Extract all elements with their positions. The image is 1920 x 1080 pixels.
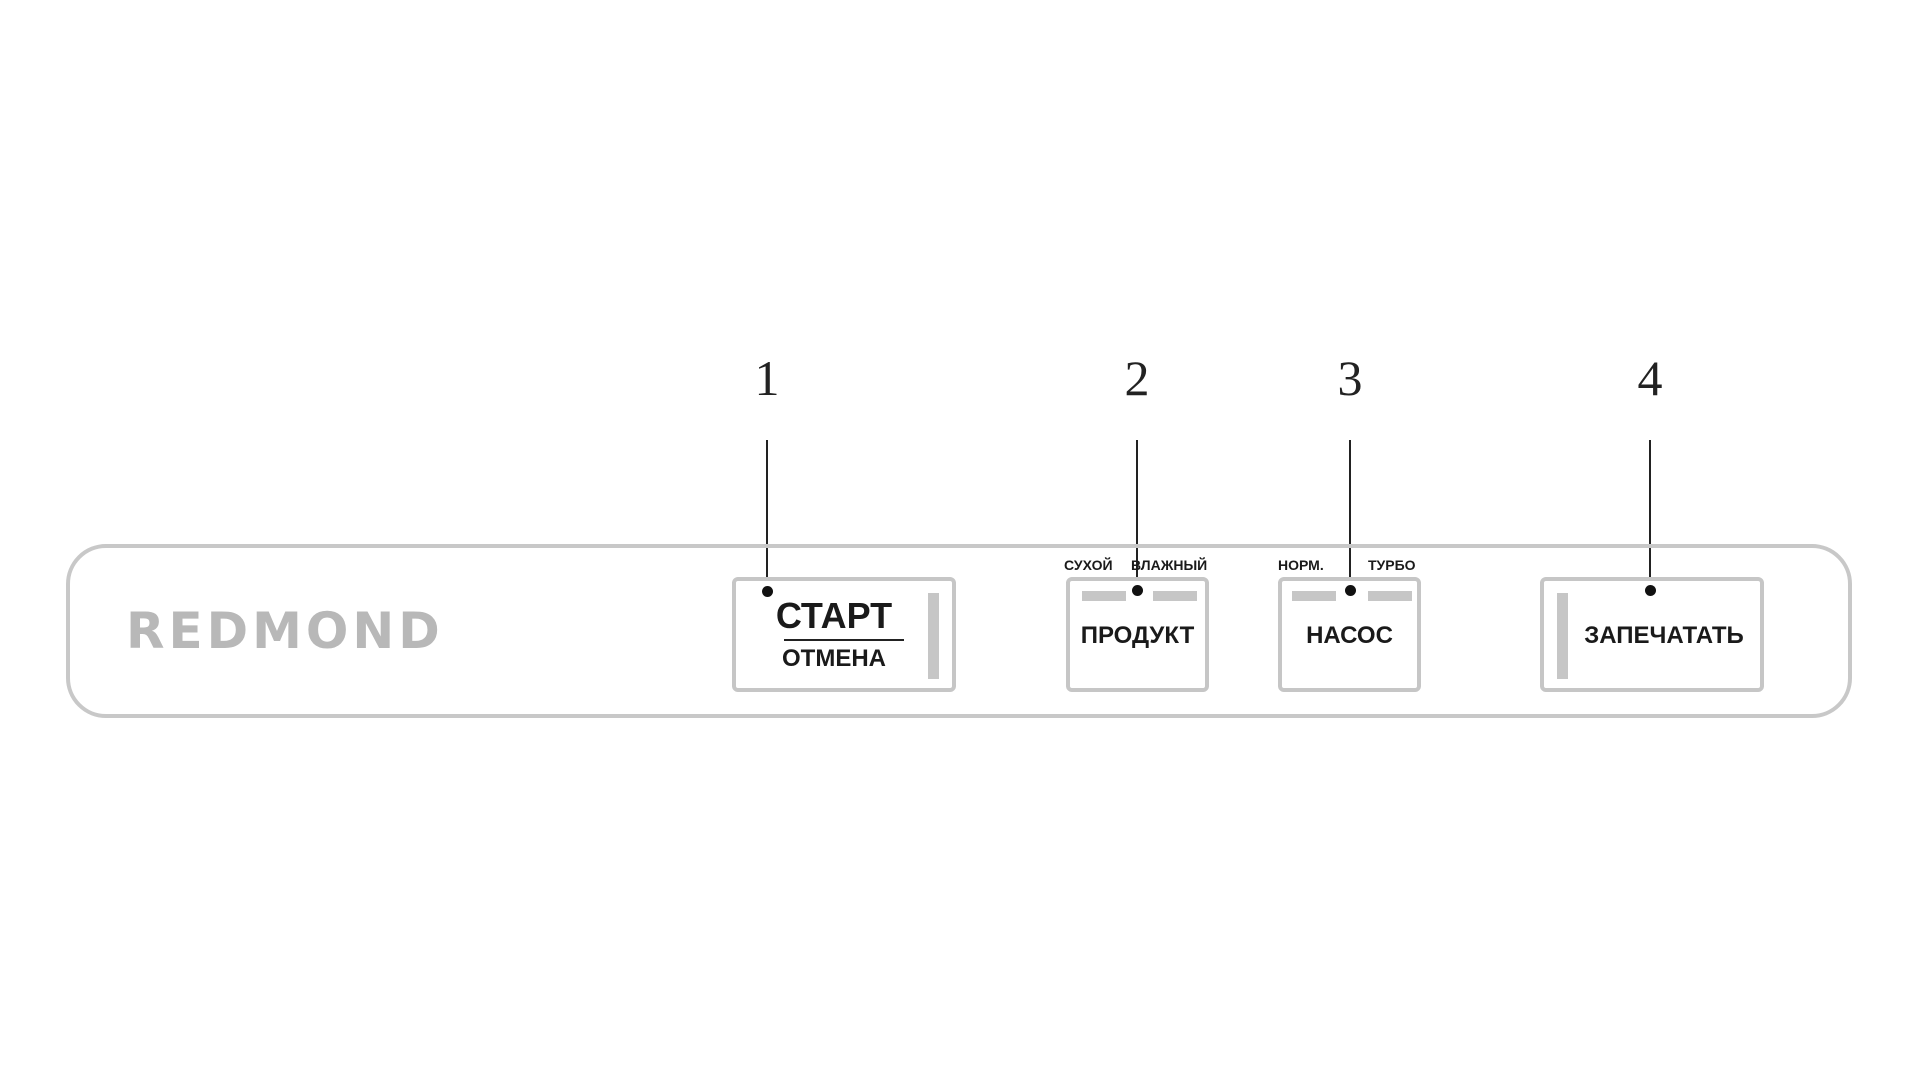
pump-label: НАСОС <box>1306 622 1393 649</box>
product-button[interactable]: ПРОДУКТ <box>1066 577 1209 692</box>
leader-line-3 <box>1349 440 1351 591</box>
leader-dot-1 <box>761 585 773 597</box>
pump-turbo-indicator <box>1368 591 1412 601</box>
cancel-label: ОТМЕНА <box>782 645 886 672</box>
mode-label-normal: НОРМ. <box>1278 557 1324 573</box>
start-cancel-divider <box>784 639 904 641</box>
pump-button[interactable]: НАСОС <box>1278 577 1421 692</box>
start-cancel-button[interactable]: СТАРТ ОТМЕНА <box>732 577 956 692</box>
start-indicator-bar <box>928 593 939 679</box>
callout-number-3: 3 <box>1337 350 1363 406</box>
product-dry-indicator <box>1082 591 1126 601</box>
pump-normal-indicator <box>1292 591 1336 601</box>
leader-dot-3 <box>1344 584 1356 596</box>
product-moist-indicator <box>1153 591 1197 601</box>
seal-label: ЗАПЕЧАТАТЬ <box>1584 622 1744 649</box>
brand-logo: REDMOND <box>126 602 444 660</box>
mode-label-moist: ВЛАЖНЫЙ <box>1131 557 1208 573</box>
start-label: СТАРТ <box>775 595 893 636</box>
callout-number-4: 4 <box>1637 350 1663 406</box>
callout-number-1: 1 <box>754 350 780 406</box>
mode-label-dry: СУХОЙ <box>1064 557 1113 573</box>
leader-line-4 <box>1649 440 1651 591</box>
control-panel <box>66 544 1852 718</box>
callout-number-2: 2 <box>1124 350 1150 406</box>
leader-dot-2 <box>1131 584 1143 596</box>
leader-line-1 <box>766 440 768 592</box>
product-label: ПРОДУКТ <box>1080 622 1195 649</box>
seal-button[interactable]: ЗАПЕЧАТАТЬ <box>1540 577 1764 692</box>
mode-label-turbo: ТУРБО <box>1368 557 1416 573</box>
leader-dot-4 <box>1644 584 1656 596</box>
seal-indicator-bar <box>1557 593 1568 679</box>
leader-line-2 <box>1136 440 1138 591</box>
